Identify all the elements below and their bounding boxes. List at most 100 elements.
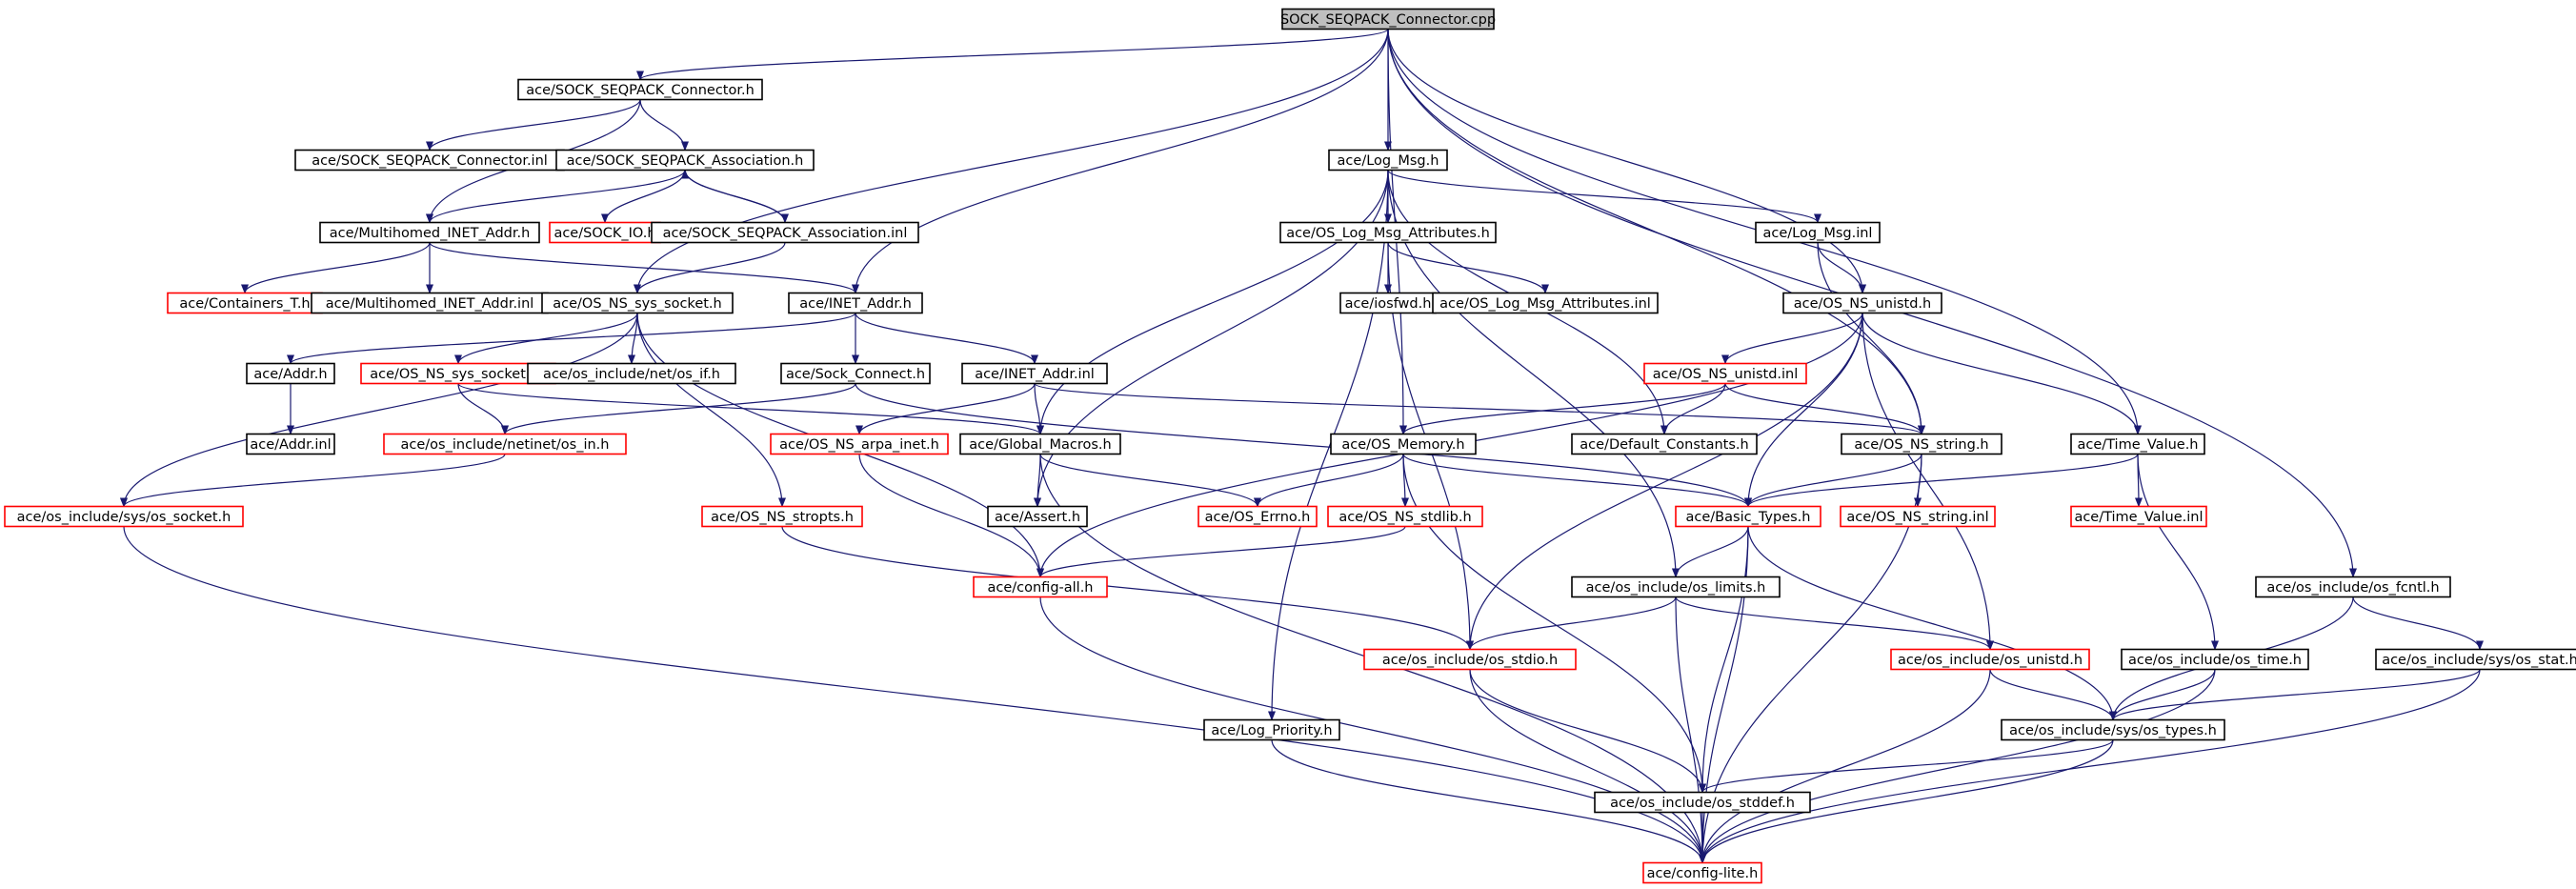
node-assoc_inl[interactable]: ace/SOCK_SEQPACK_Association.inl bbox=[651, 221, 919, 244]
edge-ns_unistd_h-to-time_value_h bbox=[1862, 313, 2142, 435]
node-global_macros[interactable]: ace/Global_Macros.h bbox=[959, 433, 1121, 455]
node-config_lite[interactable]: ace/config-lite.h bbox=[1642, 861, 1762, 884]
node-box bbox=[1197, 505, 1318, 528]
edge-ns_string_h-to-basic_types bbox=[1744, 454, 1922, 508]
edge-os_time-to-config_lite bbox=[1699, 669, 2216, 864]
node-box bbox=[1643, 362, 1807, 385]
node-label: ace/OS_NS_stdlib.h bbox=[1338, 510, 1471, 525]
node-label: ace/os_include/os_time.h bbox=[2128, 653, 2302, 668]
node-arpa_inet[interactable]: ace/OS_NS_arpa_inet.h bbox=[770, 433, 949, 455]
node-assert[interactable]: ace/Assert.h bbox=[987, 505, 1088, 528]
node-sock_connect[interactable]: ace/Sock_Connect.h bbox=[780, 362, 931, 385]
node-box bbox=[555, 149, 815, 172]
node-log_msg_attr_inl[interactable]: ace/OS_Log_Msg_Attributes.inl bbox=[1432, 292, 1659, 314]
node-box bbox=[2375, 648, 2576, 671]
node-iosfwd[interactable]: ace/iosfwd.h bbox=[1339, 292, 1437, 314]
node-label: ace/SOCK_SEQPACK_Association.h bbox=[567, 153, 804, 169]
node-ns_sys_socket[interactable]: ace/OS_NS_sys_socket.h bbox=[541, 292, 734, 314]
node-ns_unistd_h[interactable]: ace/OS_NS_unistd.h bbox=[1782, 292, 1942, 314]
node-config_all[interactable]: ace/config-all.h bbox=[973, 576, 1108, 598]
node-label: ace/os_include/os_fcntl.h bbox=[2266, 580, 2439, 596]
edge-basic_types-to-os_stddef bbox=[1699, 526, 1749, 794]
node-log_msg_h[interactable]: ace/Log_Msg.h bbox=[1328, 149, 1448, 172]
node-ns_string_h[interactable]: ace/OS_NS_string.h bbox=[1841, 433, 2002, 455]
node-net_os_if[interactable]: ace/os_include/net/os_if.h bbox=[527, 362, 736, 385]
node-multi_h[interactable]: ace/Multihomed_INET_Addr.h bbox=[319, 221, 540, 244]
node-addr_inl[interactable]: ace/Addr.inl bbox=[246, 433, 335, 455]
node-label: ace/Sock_Connect.h bbox=[786, 367, 925, 382]
node-basic_types[interactable]: ace/Basic_Types.h bbox=[1675, 505, 1821, 528]
node-assoc_h[interactable]: ace/SOCK_SEQPACK_Association.h bbox=[555, 149, 815, 172]
edge-log_msg_inl-to-ns_string_h bbox=[1817, 242, 1925, 435]
node-label: ace/Log_Priority.h bbox=[1211, 723, 1332, 738]
node-stropts[interactable]: ace/OS_NS_stropts.h bbox=[701, 505, 863, 528]
node-time_value_h[interactable]: ace/Time_Value.h bbox=[2070, 433, 2205, 455]
edge-basic_types-to-os_limits bbox=[1672, 526, 1749, 578]
edge-log_msg_h-to-global_macros bbox=[1036, 170, 1389, 435]
node-ns_sys_socket_inl[interactable]: ace/OS_NS_sys_socket.inl bbox=[360, 362, 556, 385]
node-sys_os_socket[interactable]: ace/os_include/sys/os_socket.h bbox=[4, 505, 244, 528]
node-box bbox=[2070, 505, 2207, 528]
node-log_msg_inl[interactable]: ace/Log_Msg.inl bbox=[1755, 221, 1881, 244]
node-label: ace/OS_NS_sys_socket.inl bbox=[370, 367, 547, 382]
node-label: ace/OS_Memory.h bbox=[1341, 437, 1464, 453]
edge-inet_addr_inl-to-ns_string_h bbox=[1034, 382, 1925, 435]
node-os_fcntl[interactable]: ace/os_include/os_fcntl.h bbox=[2255, 576, 2451, 598]
edge-ns_unistd_h-to-os_stdio bbox=[1466, 313, 1863, 651]
node-containers[interactable]: ace/Containers_T.h bbox=[167, 292, 323, 314]
node-box bbox=[1203, 718, 1340, 741]
node-os_stdio[interactable]: ace/os_include/os_stdio.h bbox=[1363, 648, 1577, 671]
node-ns_stdlib[interactable]: ace/OS_NS_stdlib.h bbox=[1327, 505, 1483, 528]
node-os_errno[interactable]: ace/OS_Errno.h bbox=[1197, 505, 1318, 528]
edge-log_msg_h-to-log_msg_inl bbox=[1387, 169, 1821, 224]
node-box bbox=[987, 505, 1088, 528]
edge-root-to-connector_h bbox=[636, 28, 1389, 81]
node-sys_os_types[interactable]: ace/os_include/sys/os_types.h bbox=[2001, 718, 2225, 741]
edge-ns_unistd_inl-to-default_constants bbox=[1660, 383, 1726, 435]
node-multi_inl[interactable]: ace/Multihomed_INET_Addr.inl bbox=[311, 292, 549, 314]
node-box bbox=[1279, 221, 1497, 244]
edge-assoc_inl-to-ns_sys_socket bbox=[634, 242, 786, 294]
node-os_stddef[interactable]: ace/os_include/os_stddef.h bbox=[1594, 791, 1811, 814]
node-label: ace/OS_NS_arpa_inet.h bbox=[779, 437, 939, 453]
node-box bbox=[1594, 791, 1811, 814]
edge-sock_connect-to-netinet_in bbox=[501, 383, 856, 435]
node-netinet_in[interactable]: ace/os_include/netinet/os_in.h bbox=[383, 433, 627, 455]
node-box bbox=[1327, 505, 1483, 528]
edge-config_all-to-config_lite bbox=[1039, 596, 1706, 864]
node-connector_inl[interactable]: ace/SOCK_SEQPACK_Connector.inl bbox=[294, 149, 565, 172]
node-box bbox=[701, 505, 863, 528]
node-log_priority[interactable]: ace/Log_Priority.h bbox=[1203, 718, 1340, 741]
node-root[interactable]: SOCK_SEQPACK_Connector.cpp bbox=[1280, 8, 1496, 30]
edge-stropts-to-os_stdio bbox=[781, 526, 1474, 651]
node-os_time[interactable]: ace/os_include/os_time.h bbox=[2121, 648, 2309, 671]
edge-os_stdio-to-config_lite bbox=[1469, 669, 1706, 864]
node-label: ace/OS_NS_stropts.h bbox=[711, 510, 854, 525]
node-os_memory[interactable]: ace/OS_Memory.h bbox=[1330, 433, 1477, 455]
node-connector_h[interactable]: ace/SOCK_SEQPACK_Connector.h bbox=[517, 78, 763, 101]
node-box bbox=[1432, 292, 1659, 314]
node-label: ace/Time_Value.inl bbox=[2074, 510, 2203, 525]
edge-os_memory-to-basic_types bbox=[1402, 454, 1752, 508]
node-label: ace/Default_Constants.h bbox=[1580, 437, 1748, 453]
node-inet_addr_inl[interactable]: ace/INET_Addr.inl bbox=[961, 362, 1108, 385]
node-label: ace/os_include/net/os_if.h bbox=[543, 367, 720, 382]
node-ns_unistd_inl[interactable]: ace/OS_NS_unistd.inl bbox=[1643, 362, 1807, 385]
node-addr_h[interactable]: ace/Addr.h bbox=[246, 362, 335, 385]
node-label: ace/Containers_T.h bbox=[179, 296, 310, 312]
edge-assoc_inl-to-assoc_h bbox=[681, 169, 786, 223]
edge-ns_sys_socket-to-stropts bbox=[636, 313, 786, 508]
node-box bbox=[246, 433, 335, 455]
node-inet_addr_h[interactable]: ace/INET_Addr.h bbox=[788, 292, 923, 314]
node-os_limits[interactable]: ace/os_include/os_limits.h bbox=[1571, 576, 1781, 598]
node-label: ace/OS_NS_unistd.inl bbox=[1653, 367, 1799, 382]
node-time_value_inl[interactable]: ace/Time_Value.inl bbox=[2070, 505, 2207, 528]
node-os_unistd[interactable]: ace/os_include/os_unistd.h bbox=[1890, 648, 2090, 671]
node-ns_string_inl[interactable]: ace/OS_NS_string.inl bbox=[1840, 505, 1996, 528]
node-sock_io[interactable]: ace/SOCK_IO.h bbox=[549, 221, 661, 244]
node-box bbox=[651, 221, 919, 244]
node-log_msg_attr[interactable]: ace/OS_Log_Msg_Attributes.h bbox=[1279, 221, 1497, 244]
node-sys_os_stat[interactable]: ace/os_include/sys/os_stat.h bbox=[2375, 648, 2576, 671]
node-default_constants[interactable]: ace/Default_Constants.h bbox=[1571, 433, 1758, 455]
